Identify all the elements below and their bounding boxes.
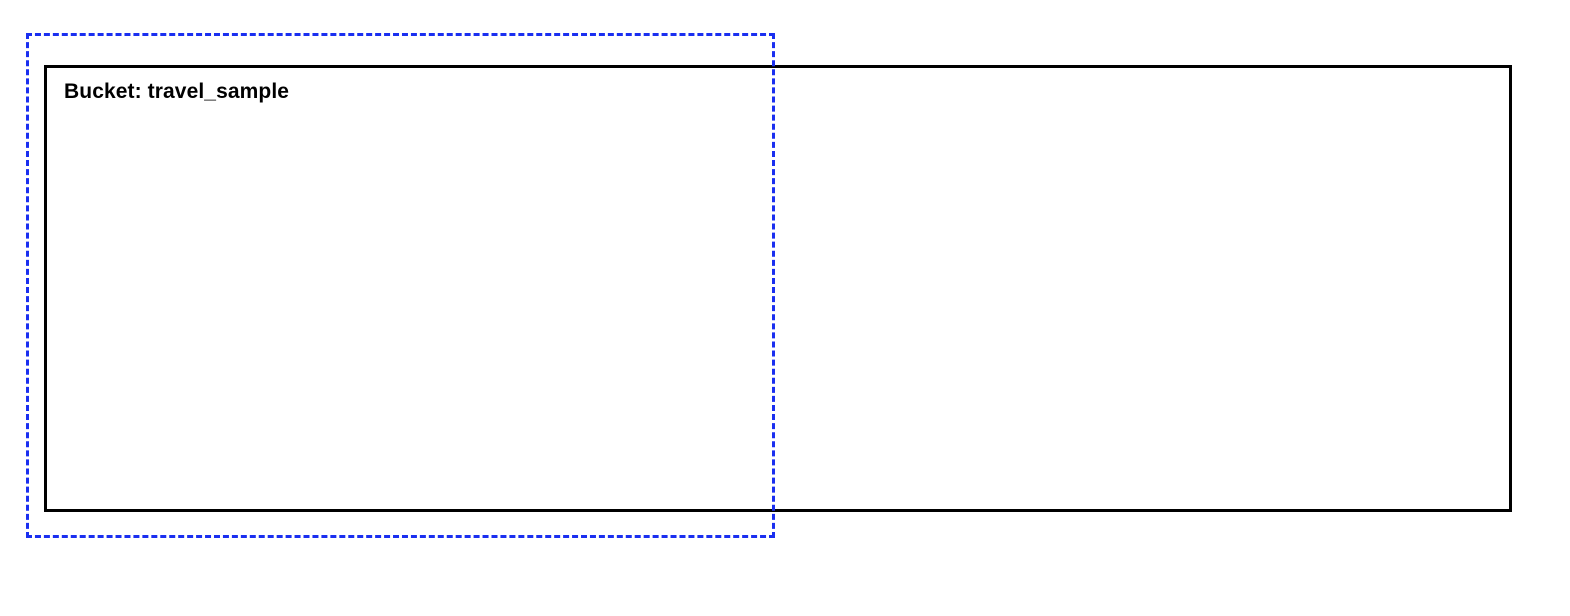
bucket-container: Bucket: travel_sample [44, 65, 1512, 512]
bucket-title: Bucket: travel_sample [64, 80, 290, 103]
blue-dashed-highlight [26, 33, 775, 538]
